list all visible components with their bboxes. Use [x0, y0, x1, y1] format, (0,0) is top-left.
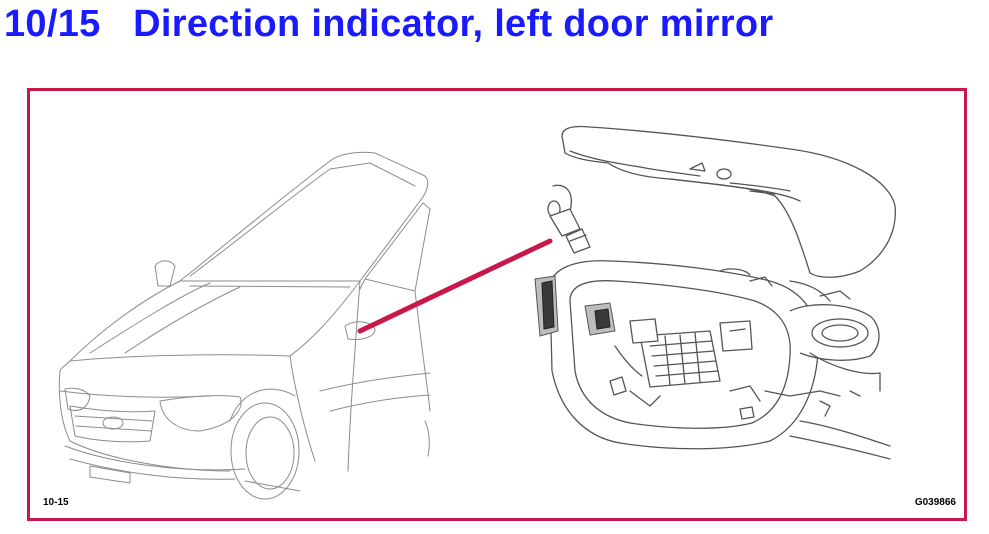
mirror-assembly-drawing [534, 125, 896, 460]
indicator-bulb-drawing [547, 184, 591, 254]
page-title: 10/15 Direction indicator, left door mir… [4, 3, 774, 45]
car-drawing [58, 151, 431, 500]
leader-line [357, 238, 553, 334]
drawing-code: G039866 [914, 497, 956, 508]
illustration [58, 125, 896, 500]
figure-number: 10-15 [43, 497, 69, 508]
illustration-frame: 10-15 G039866 [27, 88, 967, 521]
